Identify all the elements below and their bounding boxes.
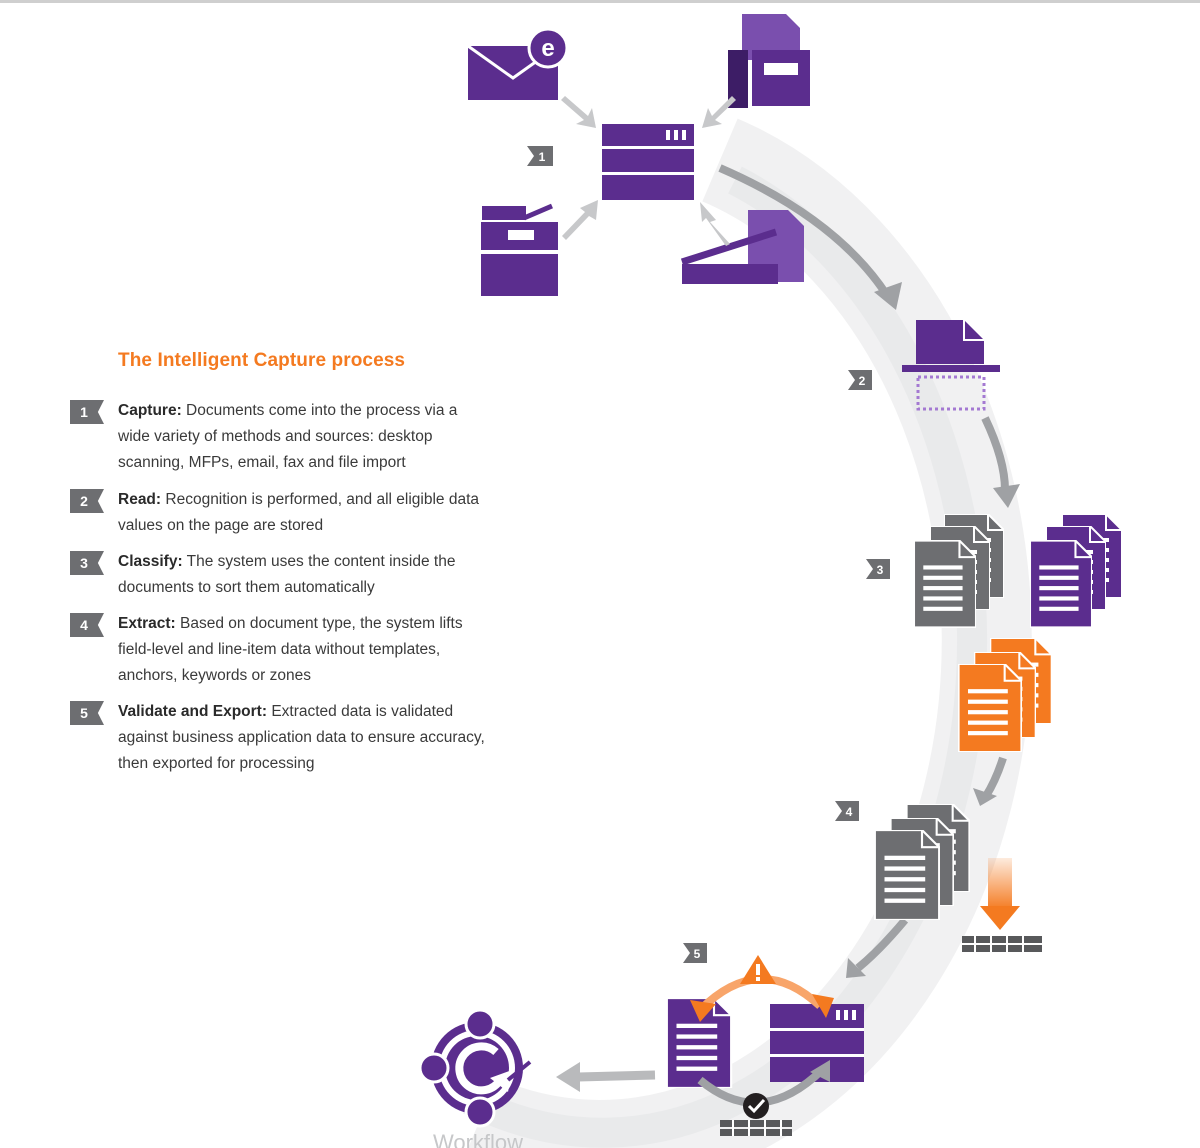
step-item-capture: 1 Capture: Documents come into the proce… xyxy=(70,398,490,476)
database-icon xyxy=(720,1120,792,1136)
step-name: Classify: xyxy=(118,553,183,570)
step-badge-4: 4 xyxy=(835,801,859,821)
workflow-label: Workflow xyxy=(433,1130,523,1148)
extract-arrow xyxy=(980,858,1020,930)
top-rule xyxy=(0,0,1200,3)
server-icon xyxy=(602,124,694,200)
step-text: Extracted data is validated against busi… xyxy=(118,703,485,772)
step-item-validate-export: 5 Validate and Export: Extracted data is… xyxy=(70,699,490,777)
step-description: Validate and Export: Extracted data is v… xyxy=(118,699,490,777)
step-text: Documents come into the process via a wi… xyxy=(118,402,458,471)
email-icon: e xyxy=(467,27,569,100)
step-description: Extract: Based on document type, the sys… xyxy=(118,611,490,689)
step-number-badge: 1 xyxy=(70,400,104,424)
step-text: The system uses the content inside the d… xyxy=(118,553,456,596)
step-name: Extract: xyxy=(118,615,176,632)
step-number-badge: 5 xyxy=(70,701,104,725)
check-icon xyxy=(743,1093,769,1119)
warning-icon xyxy=(740,955,776,984)
step-description: Capture: Documents come into the process… xyxy=(118,398,490,476)
step-description: Classify: The system uses the content in… xyxy=(118,549,490,601)
svg-text:5: 5 xyxy=(694,947,701,961)
database-icon xyxy=(962,936,1042,952)
step-name: Read: xyxy=(118,491,162,508)
recognition-scan-icon xyxy=(902,320,1000,411)
fax-icon xyxy=(728,14,810,108)
svg-text:4: 4 xyxy=(846,805,853,819)
step-item-extract: 4 Extract: Based on document type, the s… xyxy=(70,611,490,689)
step-number-badge: 2 xyxy=(70,489,104,513)
svg-text:3: 3 xyxy=(877,563,884,577)
workflow-icon xyxy=(418,1008,532,1128)
inbound-arrows xyxy=(561,96,736,246)
step-item-classify: 3 Classify: The system uses the content … xyxy=(70,549,490,601)
email-letter: e xyxy=(541,35,554,62)
step-badge-2: 2 xyxy=(848,370,872,390)
step-badge-5: 5 xyxy=(683,943,707,963)
step-badge-1: 1 xyxy=(527,146,553,166)
step-name: Capture: xyxy=(118,402,182,419)
process-title: The Intelligent Capture process xyxy=(118,350,406,371)
step-text: Based on document type, the system lifts… xyxy=(118,615,463,684)
document-stack-icon xyxy=(1030,514,1122,628)
svg-text:2: 2 xyxy=(859,374,866,388)
process-steps-list: 1 Capture: Documents come into the proce… xyxy=(70,398,490,777)
step-description: Read: Recognition is performed, and all … xyxy=(118,487,490,539)
process-ring xyxy=(463,118,1032,1148)
step-badge-3: 3 xyxy=(866,559,890,579)
step-item-read: 2 Read: Recognition is performed, and al… xyxy=(70,487,490,539)
mfp-printer-icon xyxy=(481,203,558,296)
step-number-badge: 3 xyxy=(70,551,104,575)
flow-arrows xyxy=(556,164,1020,1092)
step-number-badge: 4 xyxy=(70,613,104,637)
scanner-icon xyxy=(680,210,804,284)
svg-text:1: 1 xyxy=(539,150,546,164)
step-name: Validate and Export: xyxy=(118,703,268,720)
step-text: Recognition is performed, and all eligib… xyxy=(118,491,480,534)
